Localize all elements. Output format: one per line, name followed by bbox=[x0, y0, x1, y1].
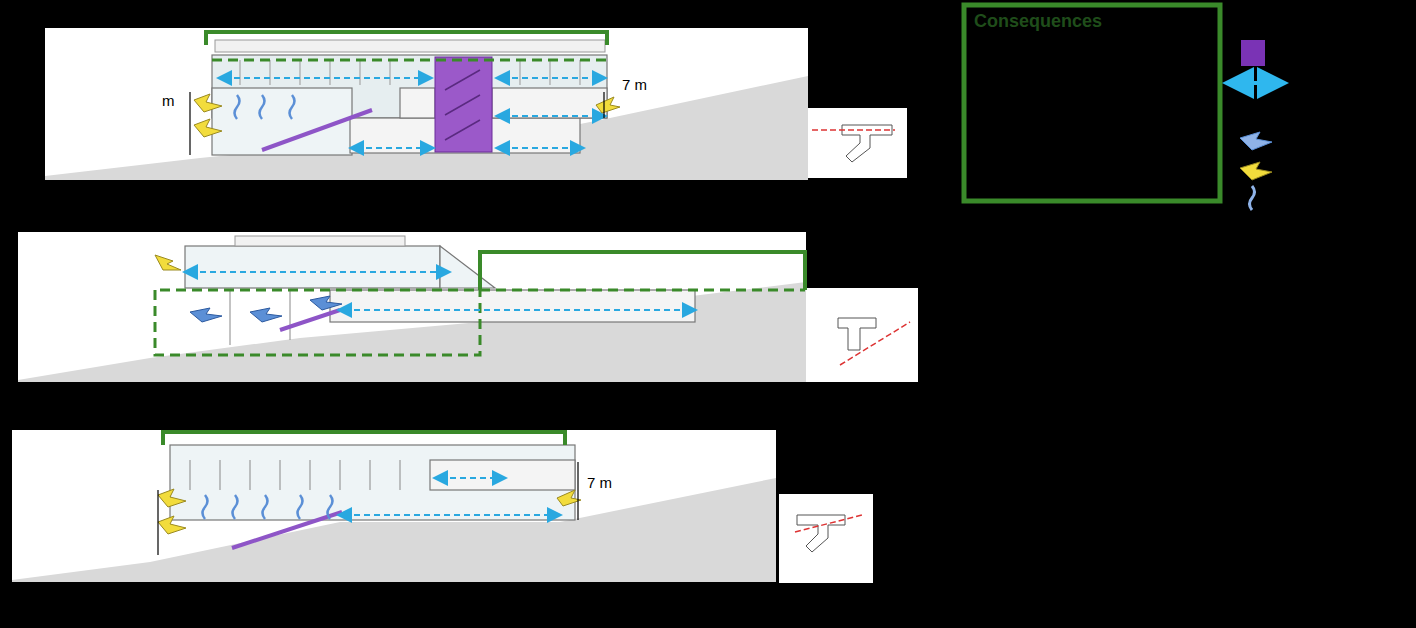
dimension-label: m bbox=[162, 93, 175, 110]
dimension-label: 7 m bbox=[622, 77, 647, 94]
dimension-label: 7 m bbox=[587, 475, 612, 492]
legend-title: Consequences bbox=[974, 12, 1102, 32]
